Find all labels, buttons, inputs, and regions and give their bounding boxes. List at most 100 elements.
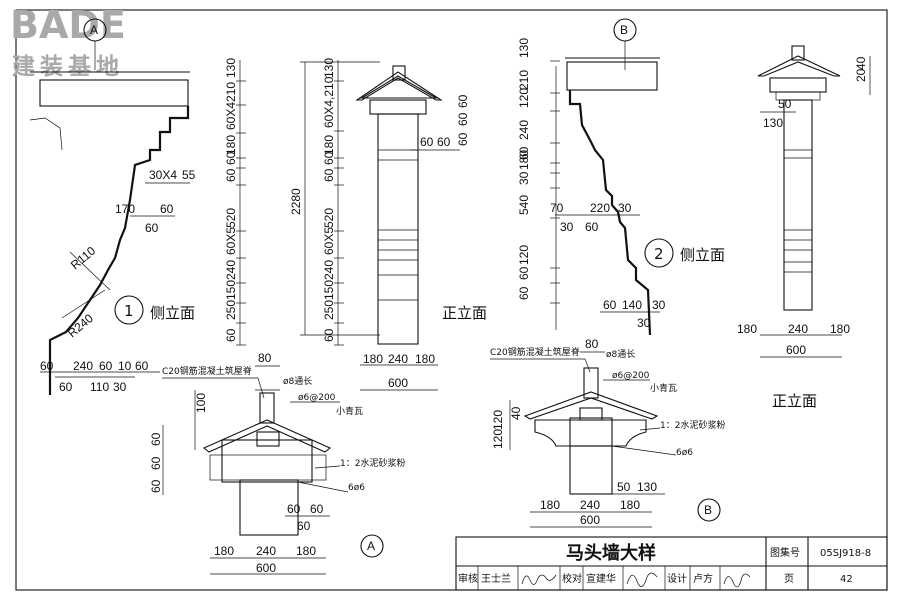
svg-text:40: 40	[854, 56, 868, 70]
svg-text:设计: 设计	[667, 572, 687, 585]
svg-text:60: 60	[59, 380, 73, 394]
checker-name: 宣建华	[586, 572, 616, 585]
svg-text:60: 60	[135, 359, 149, 373]
front-elevation-left: 2280 13060X4,210180606052060X52401502506…	[289, 58, 487, 391]
svg-text:A: A	[90, 23, 98, 37]
svg-text:页: 页	[784, 573, 794, 585]
side-elevation-2-title: 侧立面	[680, 246, 725, 264]
svg-text:60: 60	[456, 132, 470, 146]
svg-text:50: 50	[778, 97, 792, 111]
svg-text:60: 60	[456, 94, 470, 108]
vertical-dimension-label: 60X4,210	[322, 76, 336, 128]
front-elevation-right-title: 正立面	[772, 392, 817, 410]
svg-text:180: 180	[737, 322, 757, 336]
svg-text:B: B	[620, 23, 628, 37]
vertical-dimension-label: 540	[517, 195, 531, 215]
svg-text:60: 60	[437, 135, 451, 149]
page-number: 42	[840, 574, 853, 585]
view-number-2	[644, 238, 674, 268]
svg-text:60: 60	[310, 502, 324, 516]
vertical-dimension-label: 520	[322, 208, 336, 228]
svg-text:600: 600	[580, 513, 600, 527]
detail-a-marker	[360, 534, 384, 558]
svg-text:140: 140	[622, 298, 642, 312]
svg-text:6ø6: 6ø6	[676, 448, 693, 458]
svg-text:60: 60	[420, 135, 434, 149]
svg-text:120: 120	[491, 429, 505, 449]
front-elevation-left-title: 正立面	[442, 304, 487, 322]
svg-text:240: 240	[580, 498, 600, 512]
svg-text:60: 60	[297, 519, 311, 533]
detail-b-ridge-label: C20钢筋混凝土筑屋脊	[490, 346, 580, 358]
svg-text:校对: 校对	[562, 572, 582, 585]
svg-text:60: 60	[99, 359, 113, 373]
svg-text:10: 10	[118, 359, 132, 373]
side-elevation-1-title: 侧立面	[150, 304, 195, 322]
view-number-1	[114, 295, 144, 325]
svg-text:170: 170	[115, 202, 135, 216]
vertical-dimension-label: 60X4	[224, 102, 238, 130]
vertical-dimension-label: 60X5	[224, 227, 238, 255]
vertical-dimension-label: 180	[224, 135, 238, 155]
svg-text:120: 120	[491, 410, 505, 430]
svg-text:180: 180	[620, 498, 640, 512]
vertical-dimension-label: 520	[224, 208, 238, 228]
svg-text:180: 180	[296, 544, 316, 558]
vertical-dimension-label: 60	[517, 266, 531, 280]
svg-text:30: 30	[560, 220, 574, 234]
vertical-dimension-label: 60	[322, 328, 336, 342]
vertical-dimension-label: 250	[224, 300, 238, 320]
reviewer-signature	[521, 574, 557, 585]
svg-text:R240: R240	[65, 311, 96, 340]
svg-text:70: 70	[550, 201, 564, 215]
reviewer-name: 王士兰	[481, 572, 511, 585]
logo-subtitle: 建装基地	[12, 54, 124, 80]
svg-text:B: B	[704, 503, 712, 517]
vertical-dimension-label: 60	[224, 151, 238, 165]
vertical-dimension-label: 240	[322, 260, 336, 280]
vertical-dimension-label: 120	[517, 88, 531, 108]
svg-text:100: 100	[194, 393, 208, 413]
svg-text:220: 220	[590, 201, 610, 215]
atlas-label: 图集号	[770, 546, 800, 559]
vertical-dimension-label: 210	[517, 70, 531, 90]
svg-text:60: 60	[287, 502, 301, 516]
svg-text:60: 60	[585, 220, 599, 234]
vertical-dimension-label: 240	[224, 260, 238, 280]
logo: BADE 建装基地	[10, 3, 126, 80]
svg-text:110: 110	[90, 380, 109, 394]
vertical-dimension-label: 120	[517, 245, 531, 265]
svg-text:60: 60	[149, 432, 163, 446]
drawing-frame	[15, 9, 888, 591]
svg-text:180: 180	[415, 352, 435, 366]
svg-text:130: 130	[637, 480, 657, 494]
svg-text:60: 60	[40, 359, 54, 373]
svg-text:小青瓦: 小青瓦	[650, 382, 677, 394]
svg-text:60: 60	[160, 202, 174, 216]
atlas-number: 05SJ918-8	[820, 548, 871, 559]
svg-text:ø6@200: ø6@200	[298, 393, 336, 403]
svg-text:30: 30	[652, 298, 666, 312]
svg-text:600: 600	[388, 376, 408, 390]
logo-brand: BADE	[10, 3, 126, 47]
title-block: 马头墙大样 图集号 05SJ918-8 审核 王士兰 校对 宣建华 设计 卢方 …	[455, 536, 888, 591]
svg-text:180: 180	[214, 544, 234, 558]
svg-text:30X4: 30X4	[149, 168, 177, 182]
total-height-label: 2280	[289, 188, 303, 215]
svg-text:60: 60	[603, 298, 617, 312]
svg-text:60: 60	[456, 112, 470, 126]
svg-text:ø8通长: ø8通长	[283, 375, 312, 387]
svg-text:80: 80	[585, 337, 599, 351]
svg-text:A: A	[367, 539, 375, 553]
svg-text:6ø6: 6ø6	[348, 483, 365, 493]
svg-text:240: 240	[73, 359, 93, 373]
designer-name: 卢方	[693, 572, 713, 585]
svg-text:80: 80	[258, 351, 272, 365]
vertical-dimension-label: 180	[517, 150, 531, 170]
vertical-dimension-label: 60	[517, 146, 531, 160]
drawing-title: 马头墙大样	[566, 542, 656, 564]
svg-text:240: 240	[788, 322, 808, 336]
vertical-dimension-label: 60	[322, 151, 336, 165]
svg-text:240: 240	[256, 544, 276, 558]
